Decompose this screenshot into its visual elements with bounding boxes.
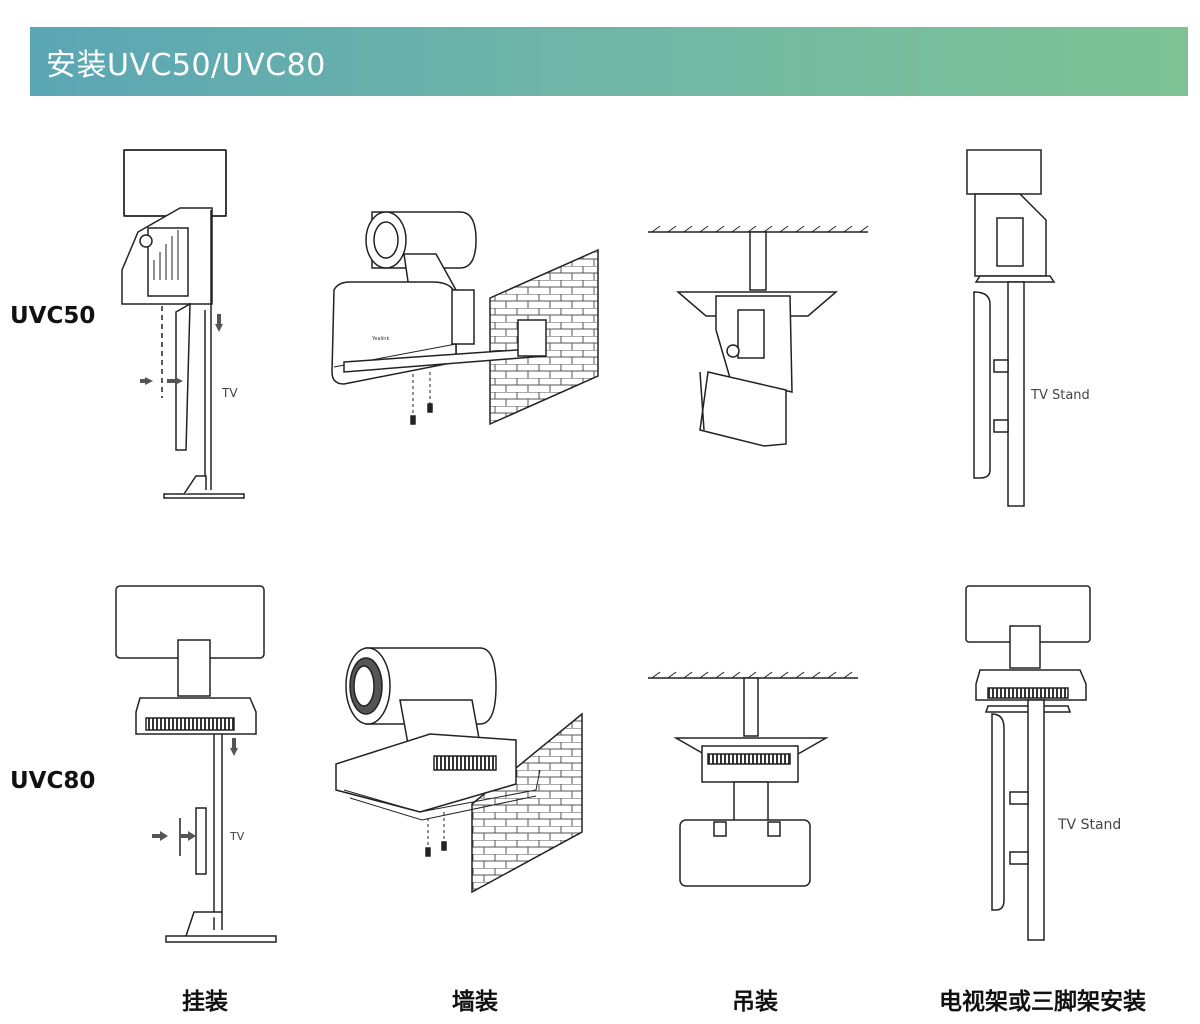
uvc50-tv-mount-figure — [121, 149, 245, 499]
uvc50-tv-stand-figure — [966, 149, 1056, 507]
uvc80-tv-mount-figure — [115, 585, 277, 943]
page-title: 安装UVC50/UVC80 — [46, 48, 326, 83]
uvc80-wall-mount-figure — [335, 647, 583, 894]
column-label-hanging: 挂装 — [182, 989, 228, 1015]
uvc50-ceiling-mount-figure — [648, 225, 869, 447]
row-label-uvc50: UVC50 — [10, 303, 96, 329]
tv-annotation-uvc50: TV — [221, 386, 238, 400]
svg-text:Yealink: Yealink — [371, 336, 389, 342]
column-label-stand: 电视架或三脚架安装 — [939, 989, 1146, 1015]
uvc50-wall-mount-figure: Yealink — [331, 211, 599, 426]
uvc80-ceiling-mount-figure — [648, 671, 858, 887]
header-banner: 安装UVC50/UVC80 — [30, 27, 1188, 96]
tv-stand-annotation-uvc50: TV Stand — [1030, 388, 1090, 403]
uvc80-tv-stand-figure — [965, 585, 1091, 941]
column-label-wall: 墙装 — [452, 989, 498, 1015]
column-label-ceiling: 吊装 — [732, 989, 778, 1015]
row-label-uvc80: UVC80 — [10, 768, 96, 794]
tv-stand-annotation-uvc80: TV Stand — [1057, 817, 1121, 833]
tv-annotation-uvc80: TV — [229, 830, 245, 843]
